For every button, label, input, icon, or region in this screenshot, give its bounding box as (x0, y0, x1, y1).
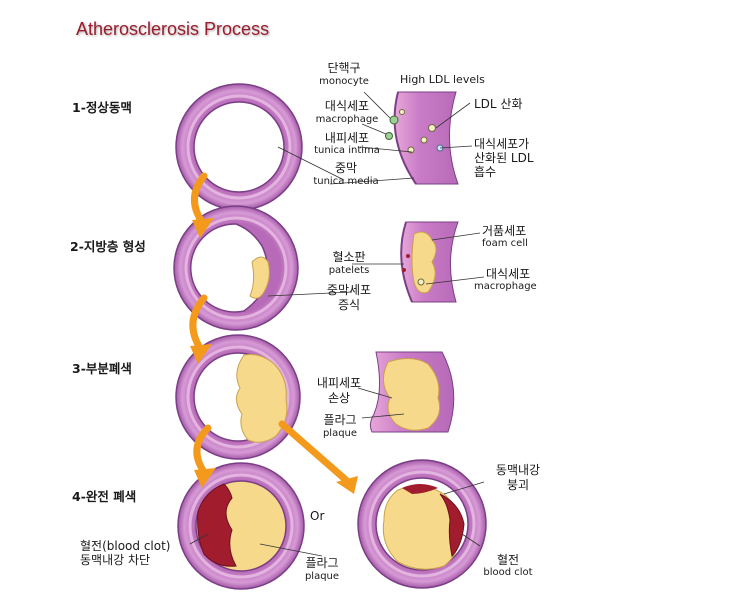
label-endothelial-damage-2: 손상 (327, 391, 351, 405)
label-clot2-ko: 혈전 (496, 553, 520, 567)
label-endothelial-damage-1: 내피세포 (316, 376, 362, 390)
label-intima-en: tunica intima (314, 145, 380, 156)
artery-cross-section-normal (175, 83, 303, 211)
step-label-2: 2-지방층 형성 (70, 239, 146, 254)
label-media-ko: 중막 (334, 161, 358, 175)
label-absorb-1: 대식세포가 (474, 137, 530, 151)
arrow-step3-to-step4 (193, 424, 212, 476)
arrow-step2-to-step3 (189, 294, 208, 352)
label-macrophage-ko: 대식세포 (324, 99, 370, 113)
label-plaque2-en: plaque (304, 571, 340, 582)
label-absorb-3: 흡수 (474, 165, 497, 179)
label-media-proliferation-1: 중막세포 (326, 283, 372, 297)
label-foam-cell-en: foam cell (482, 238, 528, 249)
label-macrophage2-en: macrophage (474, 281, 537, 292)
label-macrophage2-ko: 대식세포 (486, 267, 531, 281)
label-absorb-2: 산화된 LDL (474, 151, 534, 165)
vessel-wall-detail-partial-occlusion (369, 351, 455, 433)
leader-lines (189, 91, 485, 557)
label-plaque-ko: 플라그 (323, 413, 357, 427)
label-high-ldl: High LDL levels (400, 73, 485, 86)
label-clot-2: 동맥내강 차단 (80, 553, 151, 567)
label-ldl-oxidation: LDL 산화 (474, 97, 523, 111)
label-clot2-en: blood clot (483, 567, 533, 578)
vessel-wall-detail-fatty-streak (400, 221, 459, 303)
label-intima-ko: 내피세포 (324, 131, 370, 145)
label-clot-1: 혈전(blood clot) (80, 539, 171, 553)
arrow-step1-to-step2 (191, 172, 208, 226)
label-lumen-collapse-2: 붕괴 (506, 478, 530, 492)
step-label-4: 4-완전 폐색 (72, 489, 137, 504)
label-foam-cell-ko: 거품세포 (482, 224, 527, 238)
label-platelets-en: patelets (328, 265, 370, 276)
vessel-wall-detail-normal (385, 91, 459, 185)
arrow-heads (190, 218, 358, 494)
label-plaque2-ko: 플라그 (305, 556, 339, 570)
label-or: Or (310, 509, 325, 523)
label-plaque-en: plaque (322, 428, 358, 439)
progression-arrows (189, 172, 350, 484)
label-monocyte-en: monocyte (319, 76, 369, 87)
step-label-3: 3-부분폐색 (72, 361, 132, 376)
label-monocyte-ko: 단핵구 (327, 61, 361, 75)
label-platelets-ko: 혈소판 (332, 250, 366, 264)
label-media-proliferation-2: 증식 (337, 298, 361, 312)
step-label-1: 1-정상동맥 (72, 100, 132, 115)
artery-cross-section-complete-occlusion (177, 462, 305, 590)
label-macrophage-en: macrophage (315, 114, 379, 125)
diagram-title: Atherosclerosis Process (76, 19, 270, 39)
label-media-en: tunica media (313, 176, 379, 187)
arrow-step3-to-collapse (278, 420, 350, 484)
artery-cross-section-lumen-collapse (357, 459, 487, 589)
label-lumen-collapse-1: 동맥내강 (495, 463, 541, 477)
